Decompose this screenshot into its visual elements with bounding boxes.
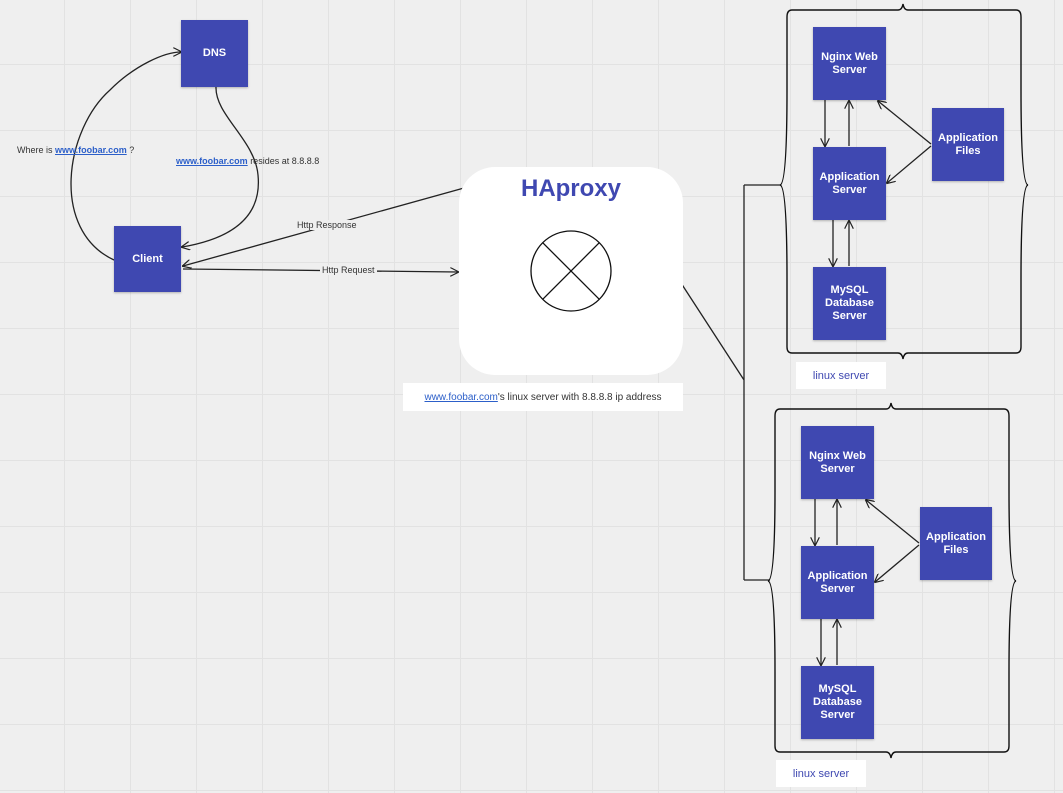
- dns-node[interactable]: DNS: [181, 20, 248, 87]
- resides-at-label: www.foobar.com resides at 8.8.8.8: [176, 156, 319, 166]
- server-2-label: linux server: [776, 760, 866, 787]
- server-1-app-server-node[interactable]: Application Server: [813, 147, 886, 220]
- server-1-app-files-node[interactable]: Application Files: [932, 108, 1004, 181]
- server-2-mysql-node[interactable]: MySQL Database Server: [801, 666, 874, 739]
- http-request-label: Http Request: [320, 265, 377, 275]
- server-2-app-files-node[interactable]: Application Files: [920, 507, 992, 580]
- server-1-mysql-node[interactable]: MySQL Database Server: [813, 267, 886, 340]
- caption-link[interactable]: www.foobar.com: [424, 391, 498, 403]
- resides-at-connector: [182, 86, 260, 247]
- server-1-label: linux server: [796, 362, 886, 389]
- server-1-braces: [779, 3, 1029, 360]
- client-node[interactable]: Client: [114, 226, 181, 292]
- where-is-suffix: ?: [126, 145, 135, 155]
- haproxy-caption: www.foobar.com's linux server with 8.8.8…: [403, 383, 683, 411]
- http-response-label: Http Response: [295, 220, 359, 230]
- haproxy-container[interactable]: HAproxy: [459, 167, 683, 375]
- resides-at-link[interactable]: www.foobar.com: [176, 156, 248, 166]
- server-2-app-server-node[interactable]: Application Server: [801, 546, 874, 619]
- resides-at-text: resides at 8.8.8.8: [247, 156, 320, 166]
- server-1-nginx-node[interactable]: Nginx Web Server: [813, 27, 886, 100]
- server-2-nginx-node[interactable]: Nginx Web Server: [801, 426, 874, 499]
- server-2-braces: [767, 402, 1017, 759]
- where-is-connector: [70, 52, 181, 261]
- where-is-link[interactable]: www.foobar.com: [55, 145, 127, 155]
- haproxy-to-servers-connector: [680, 184, 780, 581]
- haproxy-title: HAproxy: [520, 175, 622, 202]
- where-is-label: Where is www.foobar.com ?: [17, 145, 134, 155]
- where-is-prefix: Where is: [17, 145, 56, 155]
- caption-text: 's linux server with 8.8.8.8 ip address: [497, 391, 662, 403]
- load-balancer-icon: [530, 230, 612, 312]
